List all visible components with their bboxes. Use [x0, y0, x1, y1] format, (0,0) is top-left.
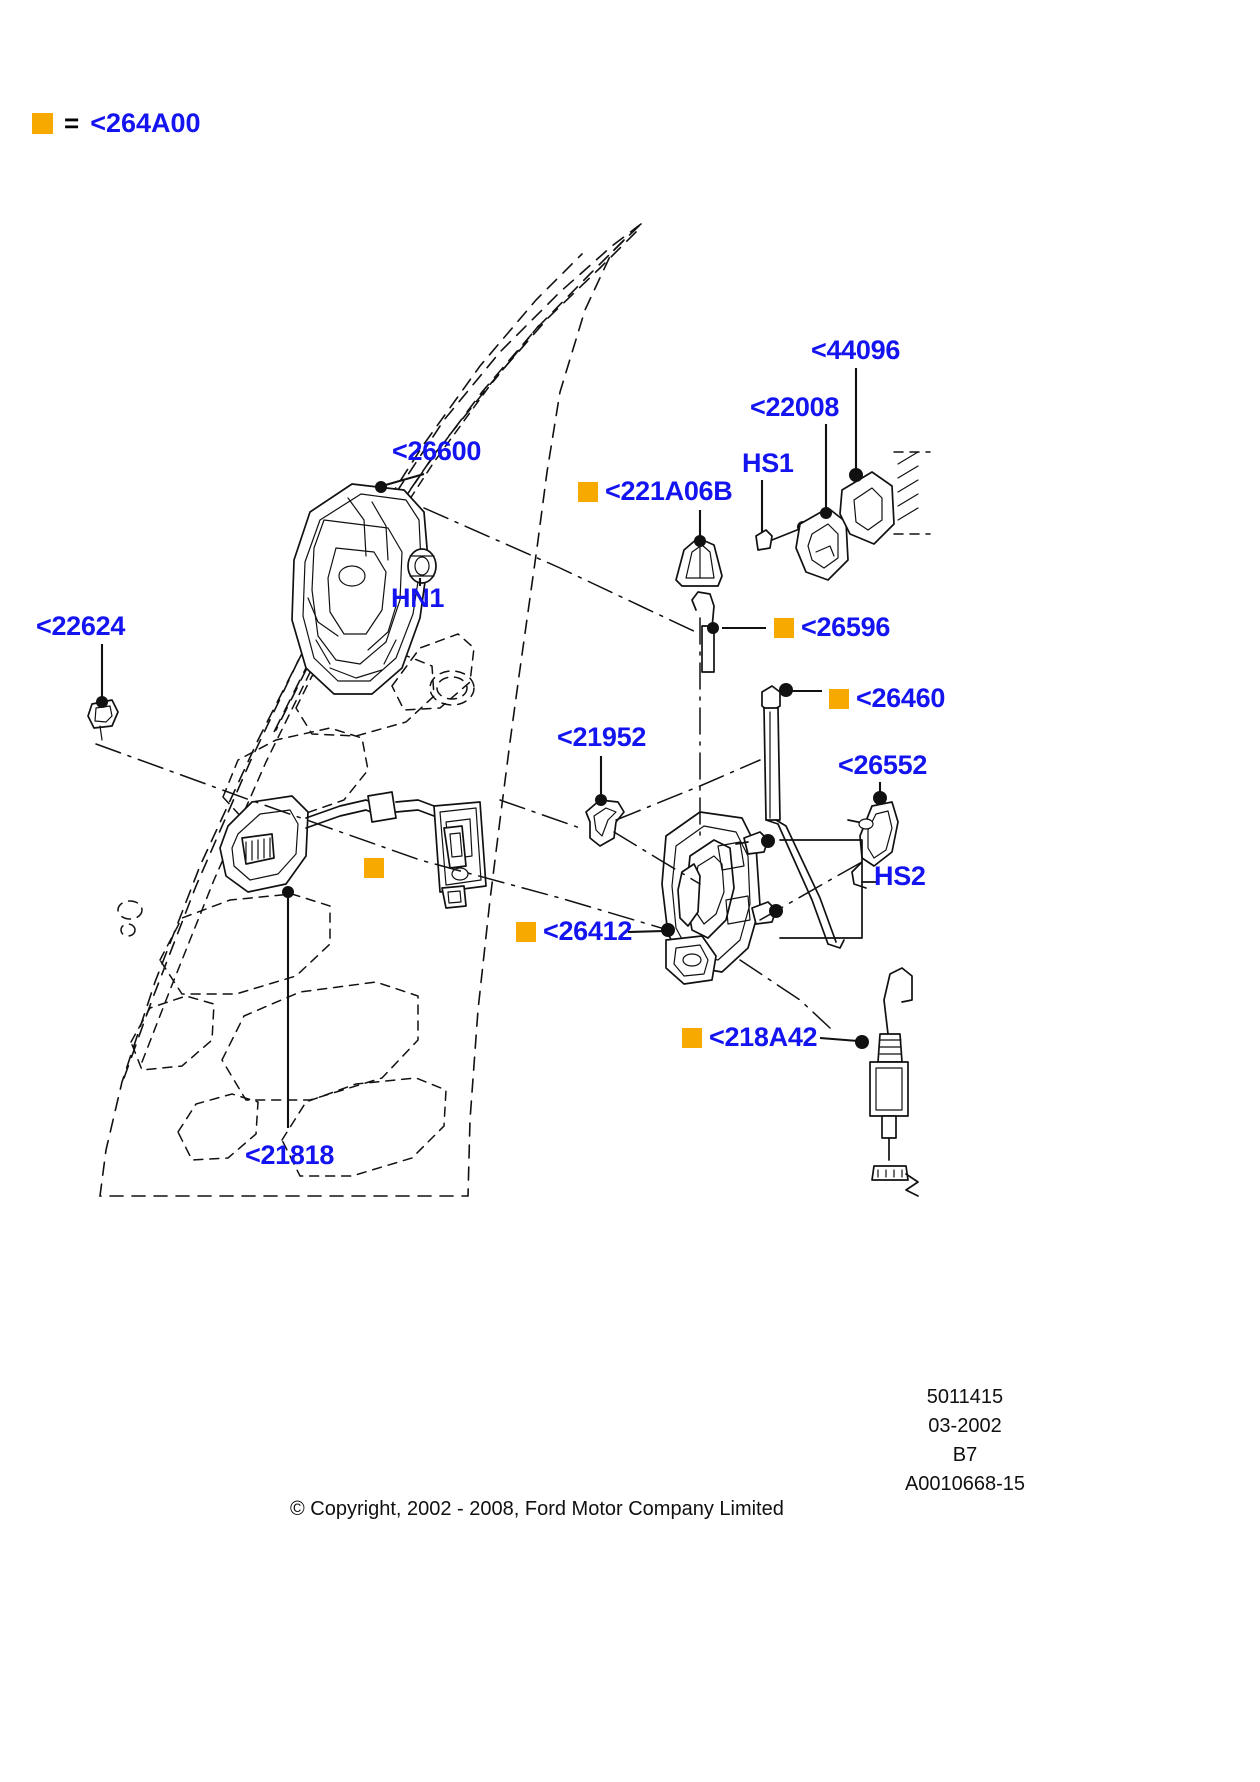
callout-26600[interactable]: <26600 [392, 436, 481, 467]
assembly-reference-lines [95, 507, 863, 1029]
callout-hs2[interactable]: HS2 [874, 861, 926, 892]
part-26412-door-latch [661, 811, 783, 985]
callout-21818[interactable]: <21818 [245, 1140, 334, 1171]
document-id: A0010668-15 [904, 1473, 1026, 1495]
part-latch-module-left [364, 801, 487, 909]
swatch-icon [682, 1027, 702, 1048]
callout-26596[interactable]: <26596 [774, 612, 890, 643]
callout-label: <26596 [801, 612, 891, 642]
callout-label: <26460 [856, 683, 946, 713]
swatch-icon [578, 481, 598, 502]
part-21818-inner-handle [219, 791, 435, 1128]
callout-label: <22008 [750, 392, 840, 422]
callout-label: <221A06B [605, 476, 733, 506]
copyright-notice: © Copyright, 2002 - 2008, Ford Motor Com… [290, 1498, 784, 1520]
drawing-metadata: 5011415 03-2002 B7 A0010668-15 [860, 1383, 1070, 1499]
callout-22624[interactable]: <22624 [36, 611, 125, 642]
callout-44096[interactable]: <44096 [811, 335, 900, 366]
drawing-revision: B7 [952, 1444, 978, 1466]
door-shell-outline [99, 223, 642, 1197]
callout-21952[interactable]: <21952 [557, 722, 646, 753]
part-218a42-actuator [855, 967, 919, 1197]
part-22624-clip [87, 699, 119, 741]
callout-label: <26600 [392, 436, 482, 466]
legend-swatch-icon [32, 113, 53, 134]
callout-label: <22624 [36, 611, 126, 641]
drawing-number: 5011415 [926, 1386, 1004, 1408]
drawing-date: 03-2002 [928, 1415, 1002, 1437]
callout-label: <21818 [245, 1140, 335, 1170]
part-26460-lock-rod [761, 683, 845, 949]
part-44096-striker-bracket [839, 437, 931, 545]
hs2-bracket-box [779, 839, 877, 939]
callout-label: HS2 [874, 861, 926, 891]
part-hn1-nut [407, 548, 437, 584]
legend-equals: = [64, 108, 80, 138]
legend-code: <264A00 [90, 108, 201, 138]
callout-label: HS1 [742, 448, 794, 478]
legend: = <264A00 [32, 108, 201, 139]
callout-hs1[interactable]: HS1 [742, 448, 794, 479]
swatch-icon [774, 617, 794, 638]
callout-221a06b[interactable]: <221A06B [578, 476, 733, 507]
callout-label: <218A42 [709, 1022, 818, 1052]
callout-26460[interactable]: <26460 [829, 683, 945, 714]
swatch-icon [516, 921, 536, 942]
callout-hn1[interactable]: HN1 [391, 583, 444, 614]
callout-label: <44096 [811, 335, 901, 365]
callout-22008[interactable]: <22008 [750, 392, 839, 423]
callout-label: HN1 [391, 583, 445, 613]
callout-26552[interactable]: <26552 [838, 750, 927, 781]
part-221a06b-lock-knob [675, 537, 723, 587]
part-hs1-bolt [755, 521, 809, 551]
callout-26412[interactable]: <26412 [516, 916, 632, 947]
swatch-icon [829, 688, 849, 709]
callout-label: <21952 [557, 722, 647, 752]
callout-label: <26552 [838, 750, 928, 780]
callout-218a42[interactable]: <218A42 [682, 1022, 818, 1053]
part-26596-rod-clip [691, 591, 719, 673]
callout-label: <26412 [543, 916, 633, 946]
part-22008-striker [795, 507, 849, 581]
part-21952-grommet [585, 794, 625, 847]
